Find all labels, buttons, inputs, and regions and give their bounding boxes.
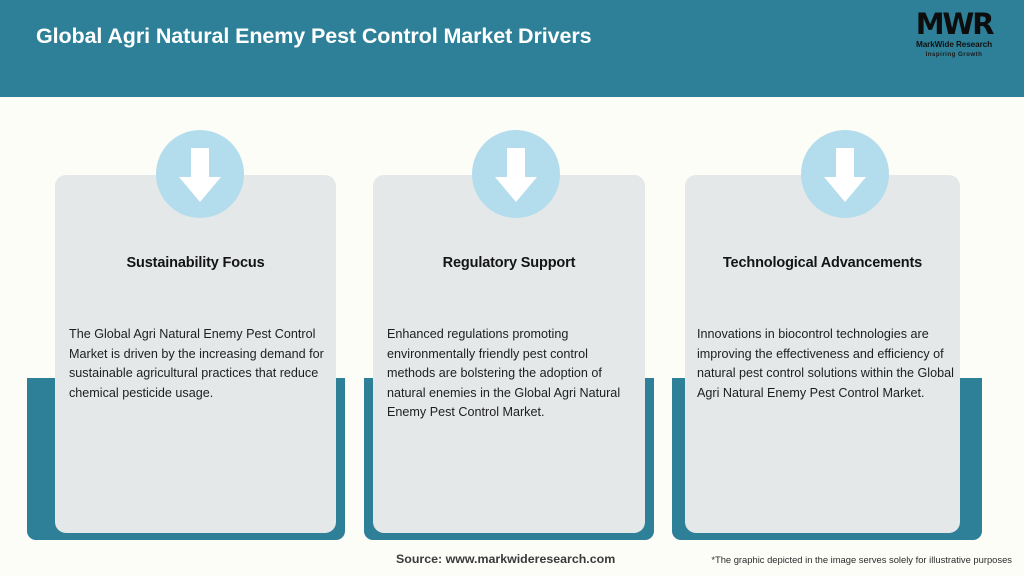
source-label[interactable]: Source: www.markwideresearch.com (396, 552, 616, 566)
card-title: Regulatory Support (442, 255, 576, 271)
card-title: Sustainability Focus (126, 255, 265, 271)
page-title: Global Agri Natural Enemy Pest Control M… (36, 24, 592, 48)
driver-card-2[interactable]: Regulatory Support Enhanced regulations … (364, 97, 654, 540)
logo-company-name: MarkWide Research (915, 40, 993, 49)
card-title: Technological Advancements (722, 255, 923, 271)
down-arrow-icon (472, 130, 560, 218)
logo-tagline: Inspiring Growth (925, 51, 983, 58)
card-body-text: Enhanced regulations promoting environme… (387, 327, 621, 420)
driver-cards-container: Sustainability Focus The Global Agri Nat… (0, 97, 1024, 540)
card-panel: Sustainability Focus The Global Agri Nat… (55, 175, 336, 533)
card-panel: Technological Advancements Innovations i… (685, 175, 960, 533)
card-body-text: The Global Agri Natural Enemy Pest Contr… (69, 327, 324, 400)
down-arrow-icon (156, 130, 244, 218)
down-arrow-icon (801, 130, 889, 218)
driver-card-3[interactable]: Technological Advancements Innovations i… (672, 97, 982, 540)
header-bar: Global Agri Natural Enemy Pest Control M… (0, 0, 1024, 97)
driver-card-1[interactable]: Sustainability Focus The Global Agri Nat… (27, 97, 345, 540)
brand-logo: MWR MarkWide Research Inspiring Growth (902, 8, 1006, 66)
card-body-text: Innovations in biocontrol technologies a… (697, 327, 954, 400)
logo-monogram-icon: MWR (915, 7, 995, 41)
card-panel: Regulatory Support Enhanced regulations … (373, 175, 645, 533)
disclaimer-note: *The graphic depicted in the image serve… (711, 554, 1012, 565)
footer: Source: www.markwideresearch.com *The gr… (0, 540, 1024, 576)
